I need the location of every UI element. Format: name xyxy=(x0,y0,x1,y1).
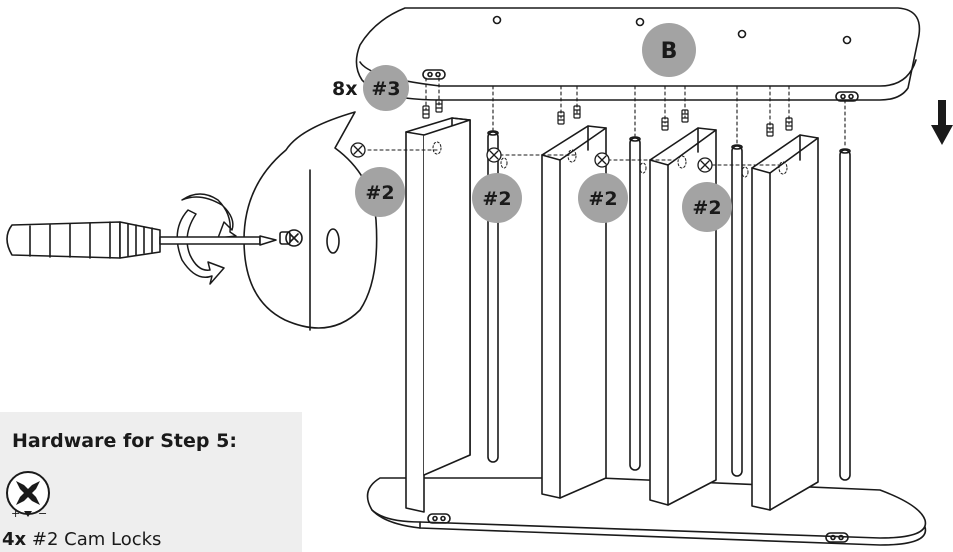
cam-lock-plus: + xyxy=(11,507,20,519)
cam-lock-minus: − xyxy=(38,507,47,519)
panel-holes xyxy=(432,141,788,178)
part-2-label-1: #2 xyxy=(365,182,394,204)
panel-label: B xyxy=(661,39,678,64)
side-panel-right xyxy=(751,134,819,511)
screwdriver-icon xyxy=(6,221,277,259)
cam-locks xyxy=(350,142,713,173)
guide-lines xyxy=(355,77,846,166)
detail-callout xyxy=(243,111,378,331)
cam-bolts xyxy=(422,99,793,137)
hardware-desc: #2 Cam Locks xyxy=(31,529,162,550)
hardware-title: Hardware for Step 5: xyxy=(12,430,237,452)
bottom-panel xyxy=(366,477,927,546)
side-panel-left xyxy=(405,117,471,513)
hardware-item: 4x #2 Cam Locks xyxy=(2,529,161,550)
hardware-panel xyxy=(0,412,302,552)
part-2-label-2: #2 xyxy=(482,188,511,210)
part-2-label-4: #2 xyxy=(692,197,721,219)
badges xyxy=(355,23,732,232)
top-panel xyxy=(355,7,921,102)
down-arrow-icon xyxy=(931,100,953,145)
qty-label: 8x xyxy=(332,78,357,100)
hardware-qty: 4x xyxy=(2,529,27,550)
part-2-label-3: #2 xyxy=(588,188,617,210)
part-3-label: #3 xyxy=(371,78,400,100)
cam-lock-icon: + − xyxy=(6,471,50,519)
